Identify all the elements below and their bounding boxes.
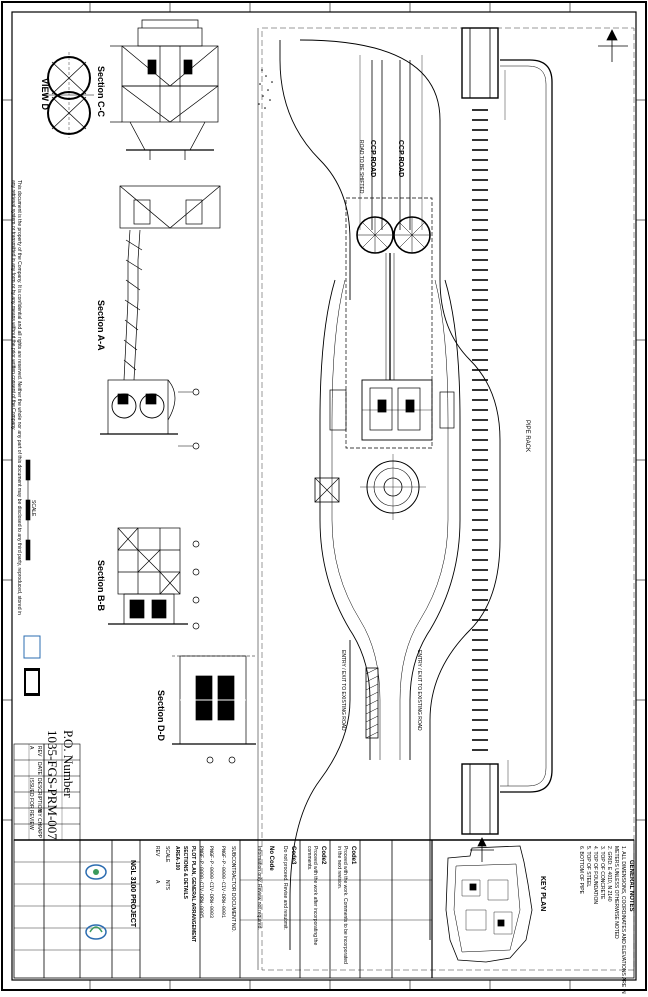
section-aa-drawing [100, 185, 221, 450]
code1-label: Code1 [350, 846, 356, 865]
section-dd-drawing [172, 655, 256, 764]
section-cc-drawing [110, 19, 219, 160]
stamp-icon [23, 635, 41, 696]
nocode-text: Information only. Review not required. [256, 846, 262, 930]
project-name: NGL 3100 PROJECT [129, 860, 136, 928]
section-aa-label: Section A-A [96, 300, 106, 351]
company-logo-icon [85, 924, 107, 940]
section-bb-label: Section B-B [96, 560, 106, 612]
entry-label-right: ENTRY / EXIT TO EXISTING ROAD [416, 650, 422, 731]
rev-row-1-rev: A [28, 746, 34, 750]
section-dd-label: Section D-D [156, 690, 166, 742]
north-arrow-icon [470, 837, 494, 862]
rev-header-app: APP [36, 828, 42, 839]
general-note-line-7: 6. BOTTOM OF PIPE [578, 846, 584, 894]
nocode-label: No Code [268, 846, 274, 871]
code3-text: Do not proceed. Revise and resubmit. [282, 846, 288, 930]
general-notes-heading: GENERAL NOTES [628, 860, 634, 912]
key-plan-label: KEY PLAN [539, 876, 546, 912]
ownership-note: This document is the property of the Com… [10, 180, 22, 615]
rev-value: A [154, 880, 160, 884]
scale-label: SCALE [164, 846, 170, 863]
vegetation-marks [258, 69, 273, 109]
view-d-drawing [44, 52, 94, 138]
title-line-2: SECTIONS & DETAILS [182, 846, 188, 899]
entry-label-left: ENTRY / EXIT TO EXISTING ROAD [340, 650, 346, 731]
sheet-border-inner [11, 11, 637, 981]
general-note-line-5: 4. TOP OF FOUNDATION [592, 846, 598, 904]
rev-header-by: BY [36, 810, 42, 817]
scale-bar-label: SCALE [30, 500, 36, 517]
general-note-line-3: 2. GRID: E 4010, N 2140 [606, 846, 612, 902]
view-d-label: VIEW D [40, 78, 50, 111]
road-label-right: CCP ROAD [397, 140, 404, 178]
doc-number-3: PNGF-P-0000-CIV-DRW-0005 [198, 846, 204, 919]
subcontractor-doc-label: SUBCONTRACTOR DOCUMENT NO. [230, 846, 236, 932]
title-block-frame [13, 839, 635, 979]
po-number-label: P.O. Number [61, 730, 76, 798]
title-line-3: AREA-100 [174, 846, 180, 871]
pipe-rack-label: PIPE RACK [524, 420, 530, 453]
title-line-1: PLOT PLAN, GENERAL ARRANGEMENT [190, 846, 196, 943]
revision-table-frame [13, 743, 81, 841]
parking-stripes [472, 109, 488, 751]
road-label-left: CCP ROAD [369, 140, 376, 178]
rev-header-rev: REV [36, 746, 42, 757]
rev-header-desc: DESCRIPTION [36, 778, 42, 813]
client-logo-icon [85, 864, 107, 880]
rev-header-chk: CHK [36, 818, 42, 829]
key-plan-drawing [445, 845, 533, 963]
scale-value: NTS [164, 880, 170, 890]
code3-label: Code3 [290, 846, 296, 865]
general-note-line-4: 3. TOP OF CONCRETE [599, 846, 605, 900]
code1-text: Proceed with the work. Comments to be in… [336, 846, 348, 964]
road-note: ROAD TO BE SHIFTED [358, 140, 364, 194]
rev-header-date: DATE [36, 762, 42, 775]
rev-label: REV [154, 846, 160, 857]
scale-bar [25, 459, 31, 561]
general-note-line-6: 5. TOP OF STEEL [585, 846, 591, 888]
plan-view [257, 27, 635, 971]
rev-row-1-desc: ISSUED FOR REVIEW [28, 778, 34, 830]
general-note-line-2: METERS UNLESS OTHERWISE NOTED [613, 846, 619, 939]
section-bb-drawing [108, 527, 200, 630]
code2-label: Code2 [320, 846, 326, 865]
section-cc-label: Section C-C [96, 66, 106, 118]
north-arrow-icon [598, 29, 628, 62]
doc-number-1: PNGF-P-0000-CIV-DRW-0001 [220, 846, 226, 919]
code2-text: Proceed with the work after incorporatin… [306, 846, 318, 946]
general-note-line-1: 1. ALL DIMENSIONS, COORDINATES AND ELEVA… [620, 846, 626, 994]
po-number-value: 1035-FGS-PRM-007 [45, 730, 60, 840]
doc-number-2: PNGF-P-0000-CIV-DRW-0003 [208, 846, 214, 919]
